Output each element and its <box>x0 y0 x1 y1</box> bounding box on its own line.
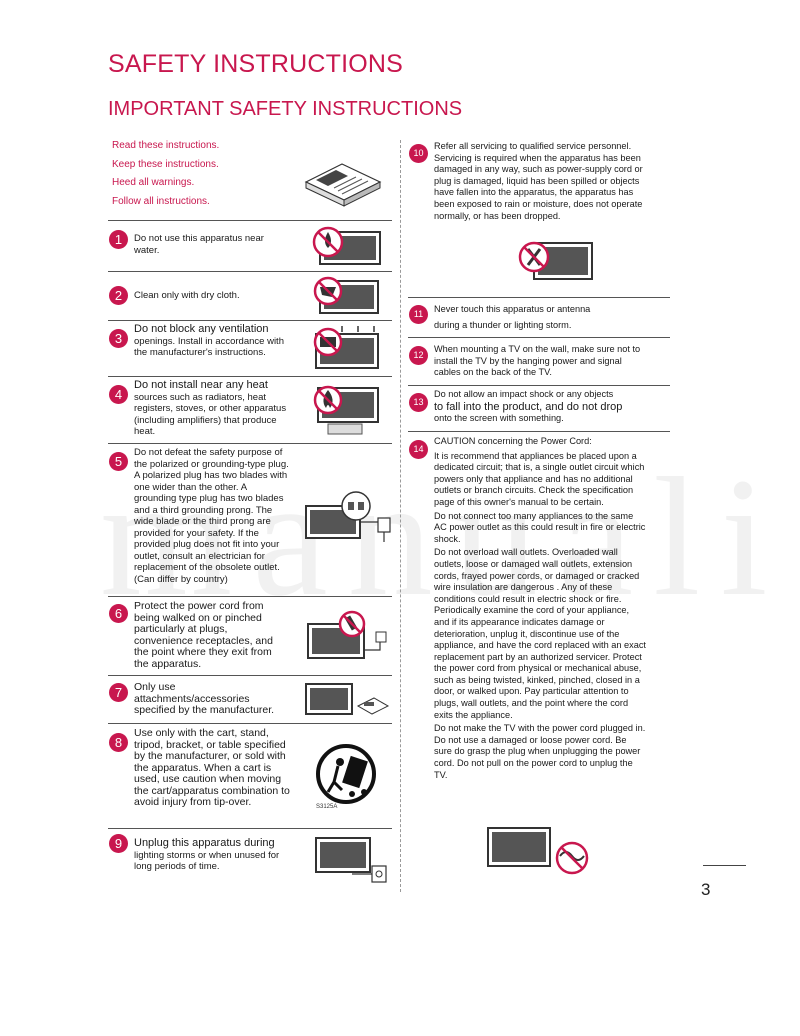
intro-line: Follow all instructions. <box>112 195 210 207</box>
divider <box>408 297 670 298</box>
item-number-badge: 6 <box>109 604 128 623</box>
divider <box>108 320 392 321</box>
divider <box>108 675 392 676</box>
divider <box>108 376 392 377</box>
item-text: Only use attachments/accessories specifi… <box>134 681 275 716</box>
section-subtitle: IMPORTANT SAFETY INSTRUCTIONS <box>108 98 463 120</box>
divider <box>108 596 392 597</box>
intro-line: Keep these instructions. <box>112 158 219 170</box>
tv-dry-cloth-icon <box>313 276 379 314</box>
tv-power-cord-icon <box>307 610 387 659</box>
item-line: Do not allow an impact shock or any obje… <box>434 389 614 399</box>
item-text: CAUTION concerning the Power Cord: It is… <box>434 436 646 781</box>
item-number-badge: 13 <box>409 393 428 412</box>
item-text: Refer all servicing to qualified service… <box>434 141 643 221</box>
item-body: lighting storms or when unused for long … <box>134 849 280 873</box>
item-paragraph: Do not make the TV with the power cord p… <box>434 723 646 780</box>
column-divider <box>400 140 401 892</box>
item-number-badge: 2 <box>109 286 128 305</box>
item-number-badge: 7 <box>109 683 128 702</box>
intro-line: Heed all warnings. <box>112 177 195 188</box>
item-text: Protect the power cord from being walked… <box>134 600 273 670</box>
divider <box>108 723 392 724</box>
tv-unplug-icon <box>315 837 387 883</box>
item-text: Use only with the cart, stand, tripod, b… <box>134 727 290 808</box>
item-lead: Do not install near any heat <box>134 379 268 391</box>
item-heading: CAUTION concerning the Power Cord: <box>434 436 592 446</box>
item-line: onto the screen with something. <box>434 412 564 423</box>
tv-polarized-plug-icon <box>305 491 391 542</box>
item-text: Do not use this apparatus near water. <box>134 233 264 256</box>
page-title: SAFETY INSTRUCTIONS <box>108 50 404 78</box>
cart-warning-label: S3125A <box>316 804 337 810</box>
intro-list: Read these instructions. Keep these inst… <box>112 140 292 214</box>
item-number-badge: 3 <box>109 329 128 348</box>
cart-tip-over-warning-icon: S3125A <box>316 744 376 810</box>
item-number-badge: 12 <box>409 346 428 365</box>
page-number: 3 <box>701 880 711 899</box>
divider <box>108 220 392 221</box>
item-text: Never touch this apparatus or antenna du… <box>434 304 654 331</box>
item-lead: Do not block any ventilation <box>134 323 269 335</box>
item-number-badge: 4 <box>109 385 128 404</box>
intro-line: Read these instructions. <box>112 140 220 151</box>
item-text: Do not allow an impact shock or any obje… <box>434 389 654 424</box>
item-line: during a thunder or lighting storm. <box>434 319 572 330</box>
divider <box>108 271 392 272</box>
item-number-badge: 11 <box>409 305 428 324</box>
item-line: Never touch this apparatus or antenna <box>434 304 591 314</box>
item-body: sources such as radiators, heat register… <box>134 391 287 438</box>
tv-power-cord-damage-icon <box>487 827 589 875</box>
item-line: to fall into the product, and do not dro… <box>434 400 623 413</box>
item-text: When mounting a TV on the wall, make sur… <box>434 344 641 378</box>
footer-rule <box>703 865 746 866</box>
item-number-badge: 1 <box>109 230 128 249</box>
item-text: Do not install near any heat sources suc… <box>134 379 294 438</box>
manual-book-icon <box>304 163 382 207</box>
item-text: Do not defeat the safety purpose of the … <box>134 447 289 585</box>
item-paragraph: It is recommend that appliances be place… <box>434 450 645 507</box>
divider <box>408 431 670 432</box>
item-number-badge: 9 <box>109 834 128 853</box>
tv-ventilation-icon <box>313 326 379 369</box>
item-number-badge: 14 <box>409 440 428 459</box>
tv-no-water-icon <box>312 226 381 265</box>
item-text: Do not block any ventilation openings. I… <box>134 323 294 359</box>
item-text: Unplug this apparatus during lighting st… <box>134 837 294 873</box>
tv-servicing-icon <box>518 241 593 280</box>
divider <box>408 385 670 386</box>
item-text: Clean only with dry cloth. <box>134 290 240 301</box>
item-paragraph: Do not overload wall outlets. Overloaded… <box>434 547 646 720</box>
tv-heat-source-icon <box>313 385 379 435</box>
item-number-badge: 5 <box>109 452 128 471</box>
divider <box>108 828 392 829</box>
item-lead: Unplug this apparatus during <box>134 837 275 849</box>
divider <box>108 443 392 444</box>
item-body: openings. Install in accordance with the… <box>134 335 284 359</box>
item-paragraph: Do not connect too many appliances to th… <box>434 510 646 544</box>
divider <box>408 337 670 338</box>
item-number-badge: 10 <box>409 144 428 163</box>
item-number-badge: 8 <box>109 733 128 752</box>
tv-attachments-icon <box>305 683 390 715</box>
